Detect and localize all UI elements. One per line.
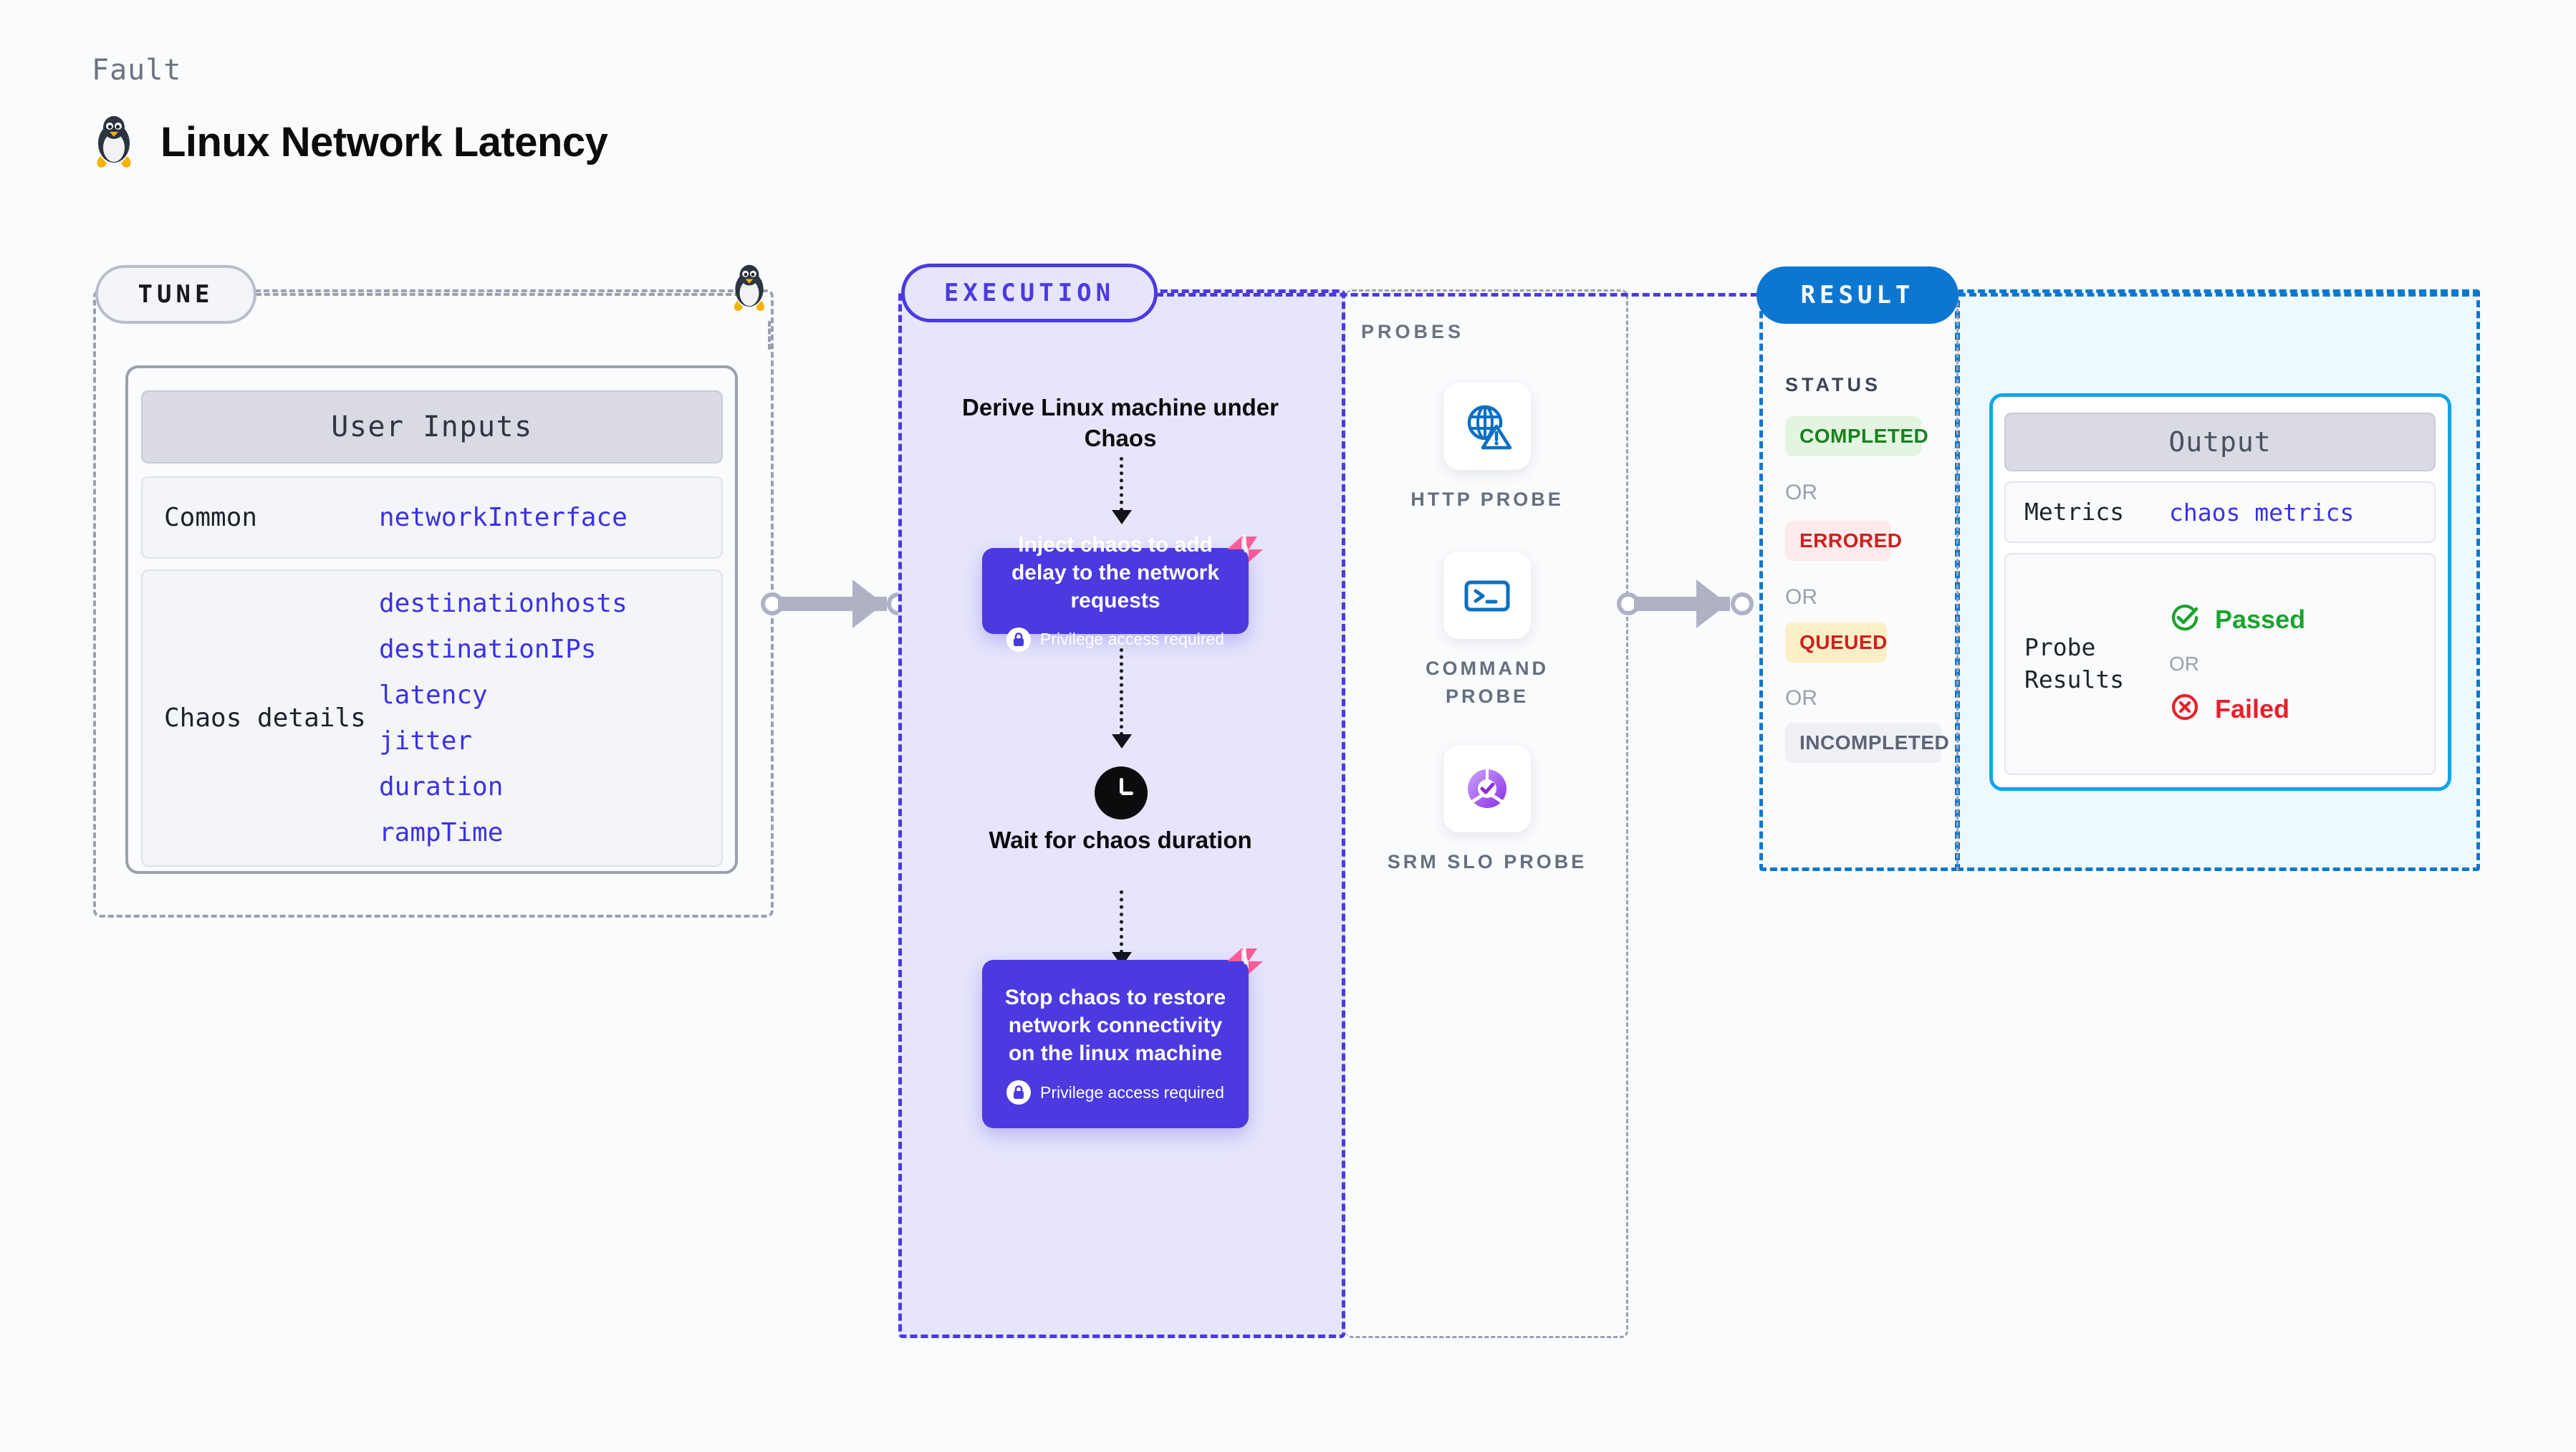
probe-verdicts: Passed OR Failed: [2169, 602, 2305, 726]
status-badge-incompleted: INCOMPLETED: [1785, 723, 1949, 763]
probe-command[interactable]: COMMAND PROBE: [1387, 552, 1587, 711]
tune-stage-pill[interactable]: TUNE: [95, 265, 256, 324]
tune-input-latency[interactable]: latency: [379, 680, 488, 710]
probe-label: COMMAND PROBE: [1426, 658, 1549, 708]
tune-row-chaos-details: Chaos details destinationhosts destinati…: [141, 569, 723, 867]
status-badge-errored: ERRORED: [1785, 521, 1902, 561]
execution-step-stop-chaos[interactable]: Stop chaos to restore network connectivi…: [982, 946, 1263, 1128]
user-inputs-header: User Inputs: [141, 390, 723, 463]
tune-input-destinationhosts[interactable]: destinationhosts: [379, 588, 628, 618]
page-title: Linux Network Latency: [160, 118, 608, 165]
x-circle-icon: [2169, 691, 2201, 726]
linux-tux-icon: [92, 115, 136, 169]
http-globe-warning-icon: [1443, 383, 1531, 470]
output-probe-results-label: Probe Results: [2024, 633, 2125, 693]
chaos-box-title: Stop chaos to restore network connectivi…: [1004, 986, 1226, 1065]
tune-row-label: Chaos details: [164, 703, 366, 733]
result-connector-line: [1959, 293, 2480, 297]
lock-icon: [1006, 627, 1032, 652]
tune-input-destinationips[interactable]: destinationIPs: [379, 634, 597, 664]
status-or-3: OR: [1785, 686, 1817, 710]
probe-http[interactable]: HTTP PROBE: [1387, 383, 1587, 514]
tune-connector-line: [256, 293, 757, 296]
output-header: Output: [2004, 413, 2436, 471]
flow-arrow-3: [1120, 890, 1123, 953]
execution-step-wait: Wait for chaos duration: [989, 827, 1252, 853]
privilege-note: Privilege access required: [1006, 1080, 1224, 1105]
tune-input-duration[interactable]: duration: [379, 771, 504, 802]
tune-input-ramptime[interactable]: rampTime: [379, 817, 504, 847]
probes-section-label: PROBES: [1361, 321, 1465, 342]
output-row-metrics: Metrics chaos metrics: [2004, 481, 2436, 543]
lock-icon: [1006, 1080, 1032, 1105]
output-metrics-value[interactable]: chaos metrics: [2169, 498, 2355, 527]
status-section-label: STATUS: [1785, 374, 1881, 395]
result-status-panel: [1759, 289, 1959, 871]
result-panel-divider: [1956, 289, 1959, 871]
privilege-note: Privilege access required: [1006, 627, 1224, 652]
execution-connector-line: [1156, 293, 1801, 297]
probe-verdict-failed: Failed: [2169, 691, 2305, 726]
privilege-note-text: Privilege access required: [1040, 630, 1224, 648]
tune-linux-tux-icon: [729, 264, 769, 312]
check-circle-icon: [2169, 602, 2201, 637]
tune-input-networkinterface[interactable]: networkInterface: [379, 502, 628, 532]
srm-slo-donut-check-icon: [1443, 745, 1531, 832]
status-or-2: OR: [1785, 585, 1817, 609]
flow-arrowhead-2: [1112, 734, 1132, 749]
fault-kicker-label: Fault: [92, 54, 182, 87]
flow-arrow-1: [1120, 457, 1123, 511]
tune-row-values: destinationhosts destinationIPs latency …: [379, 588, 628, 847]
clock-icon: [1095, 766, 1148, 819]
execution-stage-pill[interactable]: EXECUTION: [901, 264, 1158, 322]
probe-srm-slo[interactable]: SRM SLO PROBE: [1387, 745, 1587, 876]
probe-verdict-or: OR: [2169, 653, 2199, 675]
tune-connector-stub: [768, 321, 771, 350]
tune-row-label: Common: [164, 503, 258, 532]
flow-arrowhead-1: [1112, 510, 1132, 524]
fault-marker-icon: [1224, 528, 1266, 573]
execution-step-derive: Derive Linux machine under Chaos: [962, 394, 1279, 451]
output-metrics-label: Metrics: [2024, 497, 2125, 526]
output-row-probe-results: Probe Results Passed OR: [2004, 553, 2436, 775]
flow-arrow-2: [1120, 648, 1123, 736]
page-title-row: Linux Network Latency: [92, 115, 608, 169]
status-badge-queued: QUEUED: [1785, 622, 1887, 663]
probe-verdict-passed-text: Passed: [2215, 604, 2306, 634]
status-or-1: OR: [1785, 481, 1817, 504]
result-stage-pill[interactable]: RESULT: [1756, 266, 1959, 324]
probe-label: HTTP PROBE: [1410, 489, 1564, 510]
tune-row-common: Common networkInterface: [141, 476, 723, 559]
privilege-note-text: Privilege access required: [1040, 1082, 1224, 1102]
tune-row-values: networkInterface: [379, 502, 628, 532]
probe-verdict-failed-text: Failed: [2215, 693, 2290, 723]
status-badge-completed: COMPLETED: [1785, 416, 1928, 456]
tune-input-jitter[interactable]: jitter: [379, 726, 473, 756]
chaos-box-title: Inject chaos to add delay to the network…: [1011, 532, 1220, 612]
probe-verdict-passed: Passed: [2169, 602, 2305, 637]
execution-step-inject-chaos[interactable]: Inject chaos to add delay to the network…: [982, 533, 1263, 652]
terminal-command-icon: [1443, 552, 1531, 639]
probe-label: SRM SLO PROBE: [1387, 851, 1587, 872]
fault-marker-icon: [1224, 940, 1266, 985]
